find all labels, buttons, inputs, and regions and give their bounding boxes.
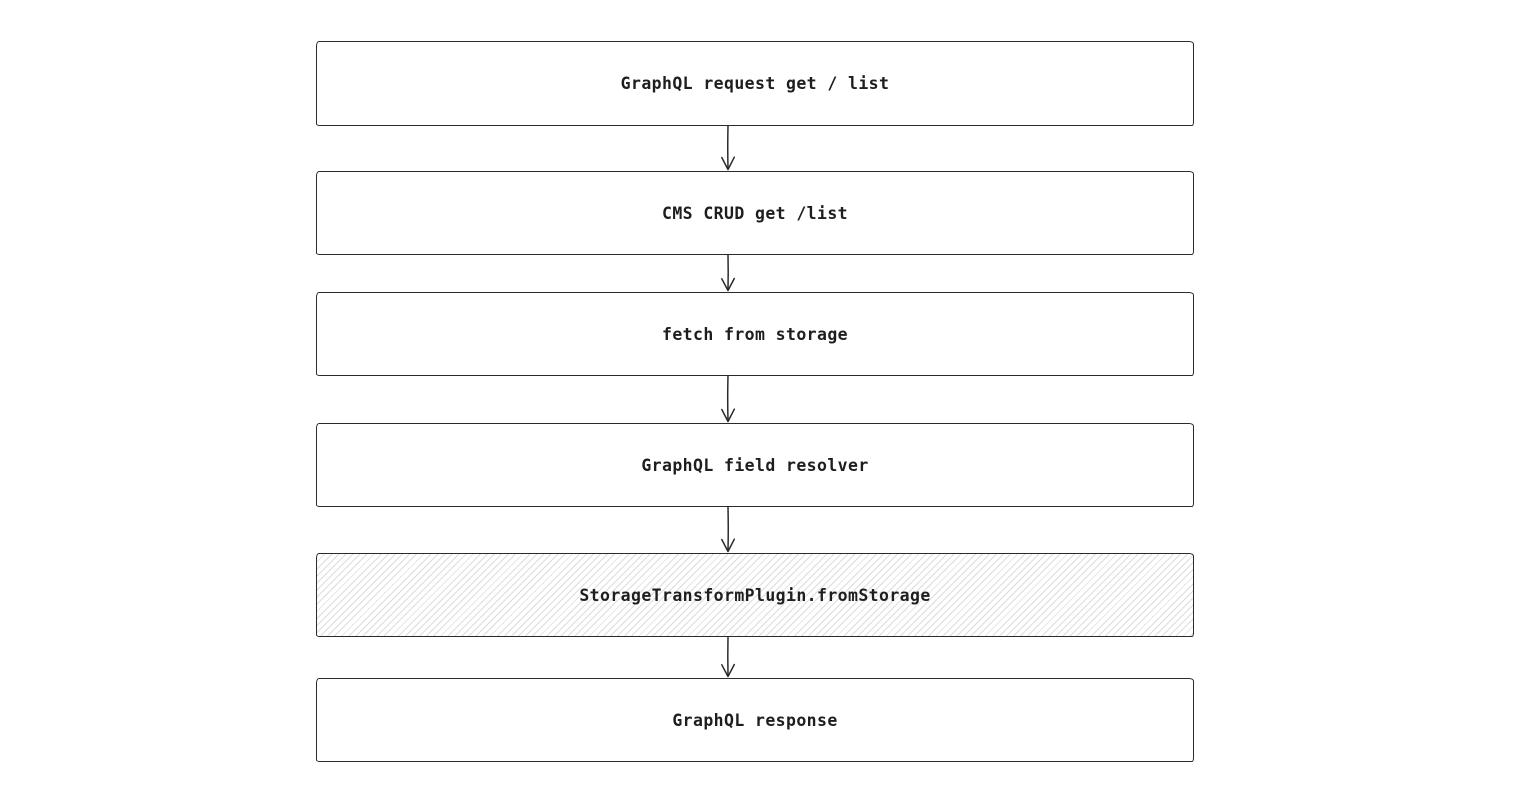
flow-arrow-down-2 [721, 254, 736, 292]
flow-node-label: GraphQL request get / list [620, 74, 890, 93]
flow-arrow-down-3 [721, 375, 736, 423]
flow-node-label: GraphQL field resolver [641, 455, 869, 475]
flow-node-graphql-request: GraphQL request get / list [316, 41, 1194, 126]
flow-node-label: GraphQL response [672, 710, 838, 730]
flow-arrow-down-1 [721, 125, 736, 171]
flow-node-storage-transform: StorageTransformPlugin.fromStorage [316, 553, 1194, 637]
flow-node-label: StorageTransformPlugin.fromStorage [579, 585, 931, 605]
flow-node-graphql-response: GraphQL response [316, 678, 1194, 762]
flow-arrow-down-5 [721, 636, 736, 678]
flow-node-field-resolver: GraphQL field resolver [316, 423, 1194, 507]
flow-node-fetch-storage: fetch from storage [316, 292, 1194, 376]
flow-node-cms-crud: CMS CRUD get /list [316, 171, 1194, 255]
flow-arrow-down-4 [721, 506, 736, 553]
flow-node-label: CMS CRUD get /list [661, 203, 848, 223]
flow-node-label: fetch from storage [661, 324, 848, 344]
